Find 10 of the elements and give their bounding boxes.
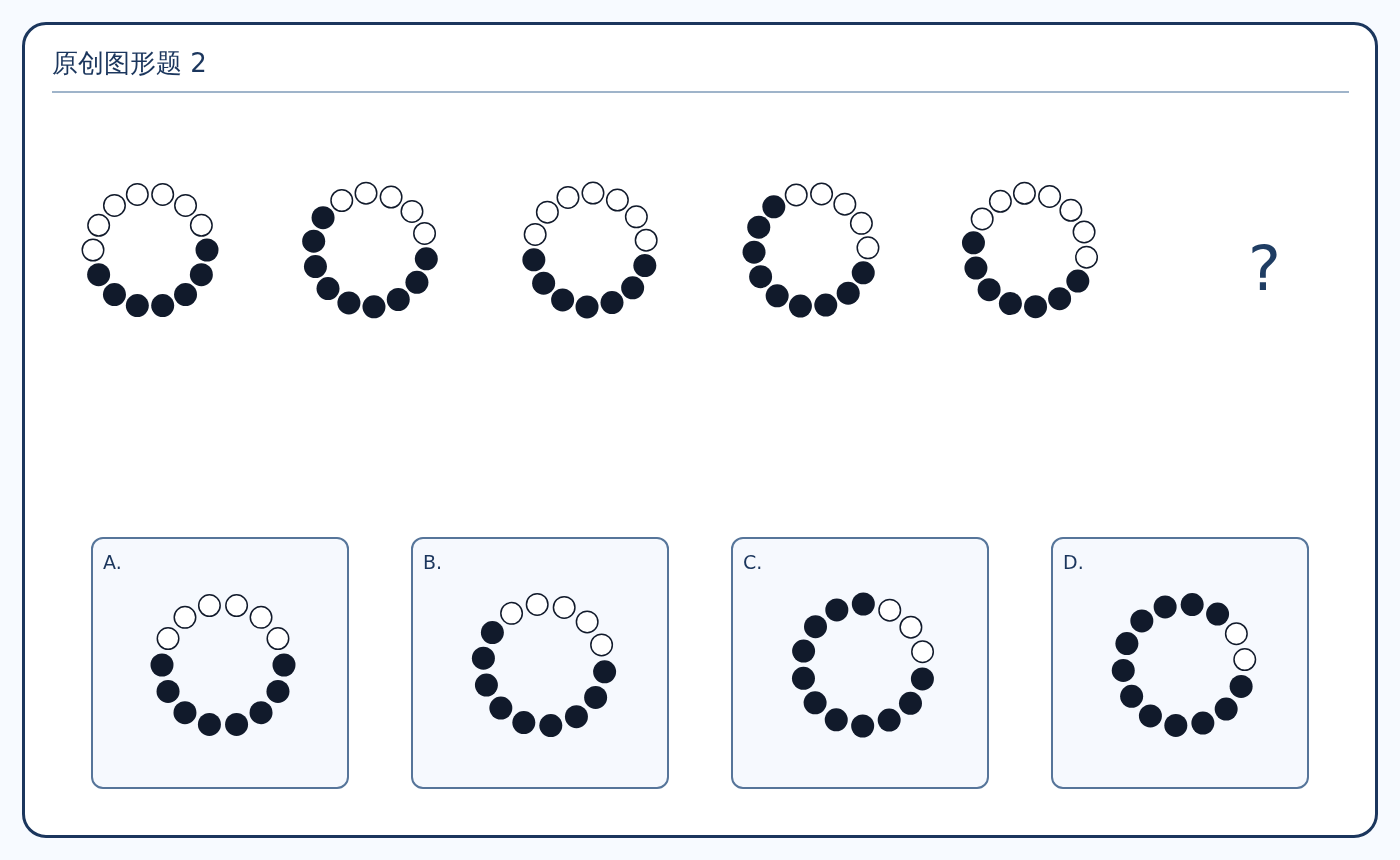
option-label: C. [743, 551, 763, 573]
option-box [411, 537, 669, 789]
question-mark: ? [1248, 238, 1281, 300]
option-label: B. [423, 551, 443, 573]
option-label: A. [103, 551, 122, 573]
option-label: D. [1063, 551, 1084, 573]
option-box [731, 537, 989, 789]
option-box [1051, 537, 1309, 789]
option-box [91, 537, 349, 789]
title: 原创图形题 2 [52, 47, 207, 79]
